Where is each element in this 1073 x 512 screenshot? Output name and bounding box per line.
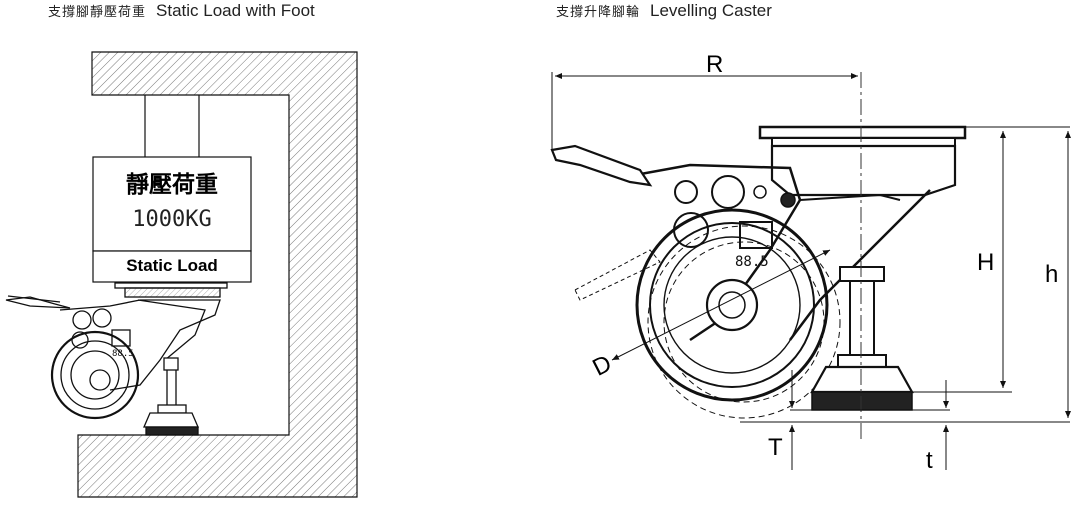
dim-label-T: T <box>768 434 783 461</box>
press-ram <box>144 95 200 157</box>
dimension-lines <box>551 72 1071 470</box>
right-diagram-title: 支撐升降腳輪 Levelling Caster <box>556 1 772 21</box>
load-label-english: Static Load <box>126 256 218 275</box>
press-frame <box>77 51 358 498</box>
left-title-chinese: 支撐腳靜壓荷重 <box>48 5 147 20</box>
dim-label-D: D <box>588 350 616 382</box>
dim-label-R: R <box>706 51 723 78</box>
dim-label-t: t <box>926 447 933 474</box>
small-caster-dimension: 88.5 <box>112 349 134 359</box>
left-diagram-title: 支撐腳靜壓荷重 Static Load with Foot <box>48 1 315 21</box>
load-value: 1000KG <box>132 207 211 232</box>
load-label-chinese: 靜壓荷重 <box>126 171 218 198</box>
load-block: 靜壓荷重 1000KG Static Load <box>92 156 252 283</box>
dim-label-h: h <box>1045 261 1058 288</box>
right-title-chinese: 支撐升降腳輪 <box>556 5 641 20</box>
small-caster <box>5 282 228 436</box>
left-title-english: Static Load with Foot <box>156 1 315 20</box>
dim-value-88-5: 88.5 <box>735 254 769 270</box>
right-title-english: Levelling Caster <box>650 1 772 20</box>
dim-label-H: H <box>977 249 994 276</box>
